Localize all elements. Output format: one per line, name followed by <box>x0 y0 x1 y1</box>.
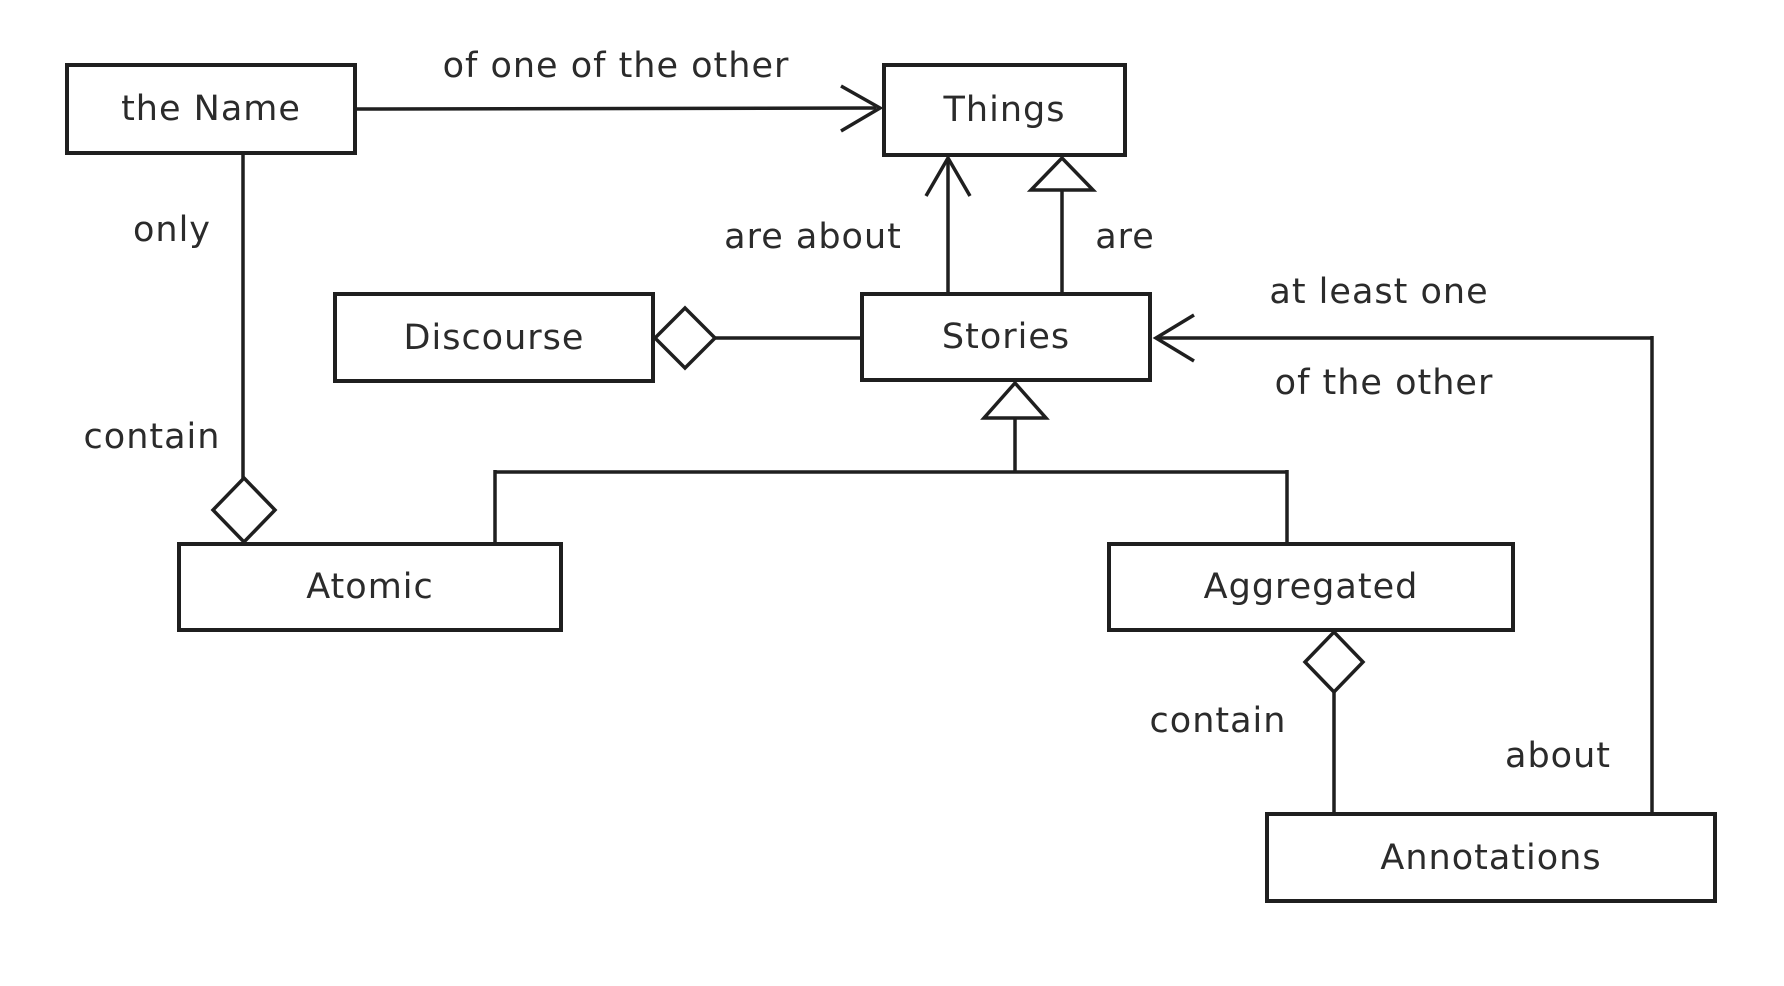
edge-label-of-the-other: of the other <box>1274 363 1494 403</box>
node-aggregated: Aggregated <box>1107 542 1515 632</box>
edge-label-about: about <box>1505 736 1611 776</box>
edge-label-are-about: are about <box>724 217 902 257</box>
generalization-triangle-icon <box>980 380 1050 420</box>
aggregation-diamond-icon <box>1302 629 1366 695</box>
aggregation-diamond-icon <box>210 475 278 545</box>
node-stories: Stories <box>860 292 1152 382</box>
edge-label-at-least-one: at least one <box>1269 272 1489 312</box>
arrowhead-left-icon <box>1152 313 1195 363</box>
node-things: Things <box>882 63 1127 157</box>
edge-label-are: are <box>1095 217 1155 257</box>
generalization-triangle-icon <box>1026 155 1098 192</box>
node-atomic: Atomic <box>177 542 563 632</box>
arrowhead-up-icon <box>924 154 972 197</box>
node-discourse: Discourse <box>333 292 655 383</box>
edge-label-contain-right: contain <box>1149 701 1287 741</box>
edge-label-contain-left: contain <box>83 417 221 457</box>
node-the-name: the Name <box>65 63 357 155</box>
aggregation-diamond-icon <box>652 305 718 371</box>
arrowhead-right-icon <box>840 84 884 133</box>
node-annotations: Annotations <box>1265 812 1717 903</box>
edge-label-only: only <box>132 210 212 250</box>
edge-label-of-one-of-the-other: of one of the other <box>442 46 790 86</box>
edge-name-to-things-line <box>356 106 877 111</box>
